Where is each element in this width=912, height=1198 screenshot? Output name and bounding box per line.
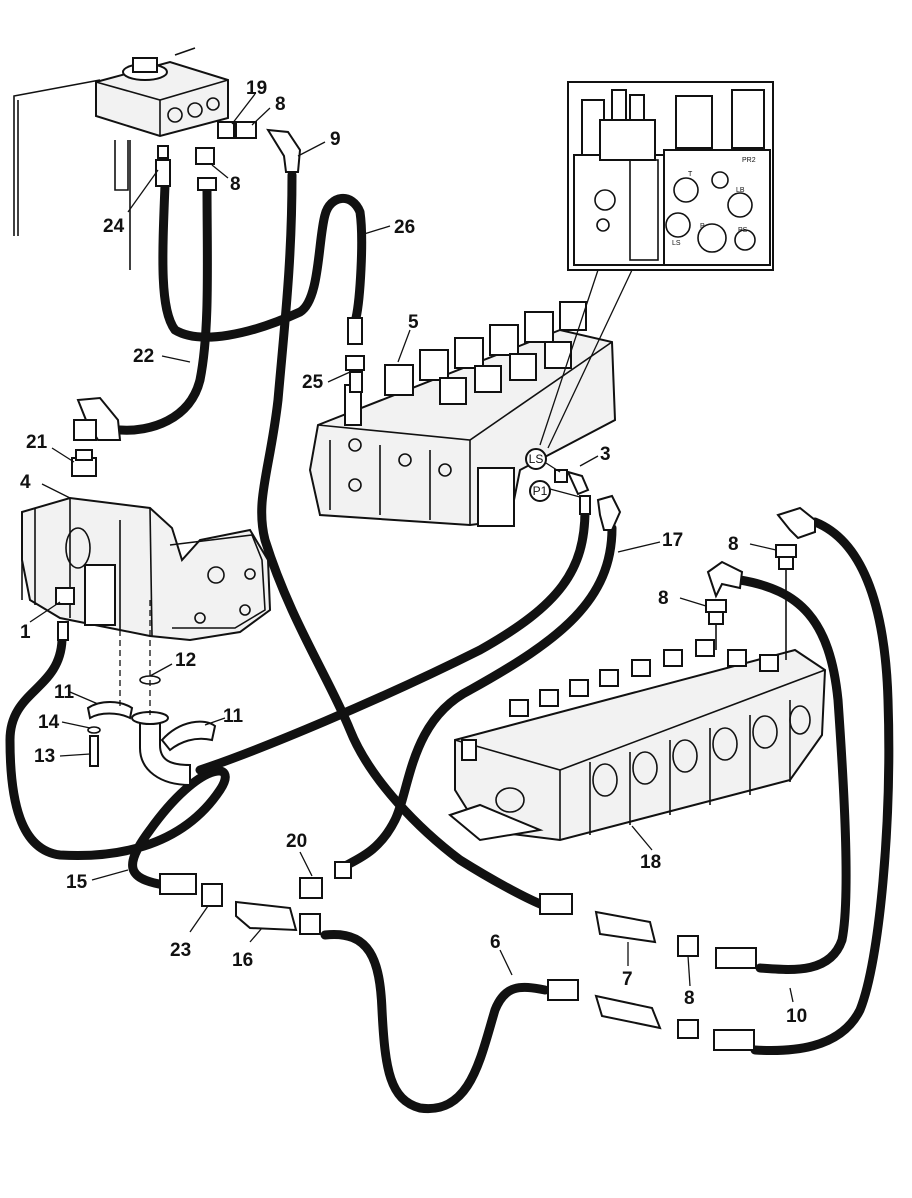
hose-17-a xyxy=(195,505,590,775)
callout-20: 20 xyxy=(286,831,307,852)
inset-port-pr: PR2 xyxy=(742,157,756,164)
inset-port-lb: LB xyxy=(736,187,745,194)
hose-10 xyxy=(750,517,894,1056)
inset-port-p: P xyxy=(700,223,705,230)
callout-8-tank-lower: 8 xyxy=(230,174,241,195)
hose-22 xyxy=(115,180,212,435)
callout-8-right-lower: 8 xyxy=(658,588,669,609)
callout-numbers: 19 8 9 8 24 26 22 25 5 21 4 1 3 17 12 11… xyxy=(20,78,807,1027)
callout-8-tank-upper: 8 xyxy=(275,94,286,115)
callout-11-right: 11 xyxy=(223,706,244,727)
callout-19: 19 xyxy=(246,78,267,99)
callout-10: 10 xyxy=(786,1006,807,1027)
callout-3: 3 xyxy=(600,444,611,465)
right-fittings xyxy=(705,506,816,660)
callout-8-bottom: 8 xyxy=(684,988,695,1009)
callout-16: 16 xyxy=(232,950,253,971)
callout-5: 5 xyxy=(408,312,419,333)
callout-24: 24 xyxy=(103,216,125,237)
callout-6: 6 xyxy=(490,932,501,953)
port-labels: LS P1 xyxy=(525,448,581,502)
valve-block xyxy=(447,639,827,842)
callout-14: 14 xyxy=(38,712,60,733)
inset-port-ls: LS xyxy=(672,240,681,247)
valve-fittings xyxy=(345,317,622,531)
hose-6 xyxy=(320,929,550,1114)
hose-15 xyxy=(5,635,230,891)
callout-17: 17 xyxy=(662,530,683,551)
callout-9: 9 xyxy=(330,129,341,150)
pump-fittings xyxy=(71,396,217,787)
callout-4: 4 xyxy=(20,472,31,493)
callout-22: 22 xyxy=(133,346,154,367)
callout-11-left: 11 xyxy=(54,682,75,703)
hydraulic-tank xyxy=(13,47,229,270)
port-label-ls: LS xyxy=(529,452,544,466)
callout-7: 7 xyxy=(622,969,633,990)
lower-fittings xyxy=(159,861,757,1051)
callout-26: 26 xyxy=(394,217,415,238)
callout-13: 13 xyxy=(34,746,55,767)
hose-right-inner xyxy=(735,575,851,974)
callout-21: 21 xyxy=(26,432,48,453)
hose-17-b xyxy=(340,523,617,871)
callout-25: 25 xyxy=(302,372,324,393)
port-label-p1: P1 xyxy=(533,484,548,498)
valve-detail-inset: T PR2 LS P LB PS xyxy=(539,81,774,449)
callout-15: 15 xyxy=(66,872,88,893)
callout-8-right-upper: 8 xyxy=(728,534,739,555)
hose-24 xyxy=(158,180,367,342)
inset-port-t: T xyxy=(688,171,693,178)
callout-1: 1 xyxy=(20,622,31,643)
main-control-valve xyxy=(308,301,617,527)
hydraulic-pump xyxy=(21,496,272,642)
callout-12: 12 xyxy=(175,650,196,671)
hose-26 xyxy=(257,170,550,911)
callout-23: 23 xyxy=(170,940,191,961)
leader-lines xyxy=(29,93,794,1003)
hoses xyxy=(5,170,894,1114)
callout-18: 18 xyxy=(640,852,661,873)
inset-port-ps: PS xyxy=(738,227,748,234)
